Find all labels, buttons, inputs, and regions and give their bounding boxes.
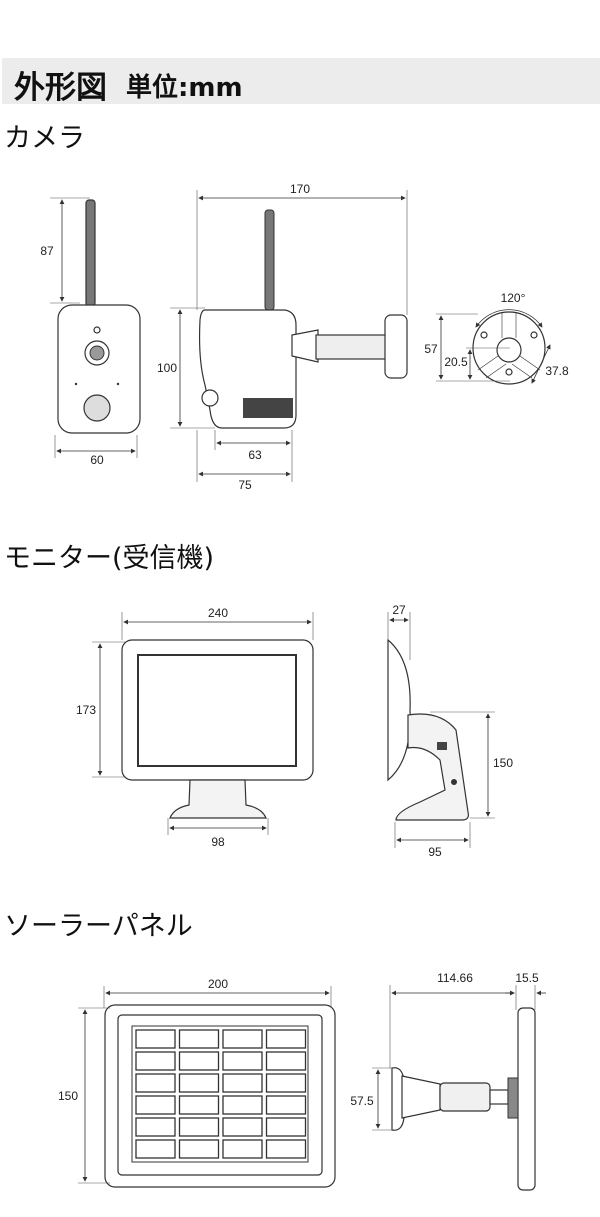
dim-camera-body-depth: 63 (248, 448, 262, 462)
solar-cell (178, 1139, 220, 1159)
solar-cell (135, 1117, 176, 1137)
solar-cell (135, 1095, 176, 1115)
dim-camera-antenna-height: 87 (40, 244, 54, 258)
solar-cell (265, 1029, 307, 1049)
solar-cell (135, 1029, 176, 1049)
dim-camera-width: 60 (90, 453, 104, 467)
solar-cell (178, 1095, 220, 1115)
dim-camera-depth: 75 (238, 478, 252, 492)
page-title: 外形図 (14, 70, 107, 106)
camera-front-view (57, 199, 141, 434)
dim-monitor-stand-width: 98 (211, 835, 225, 849)
dim-camera-height: 100 (157, 361, 177, 375)
solar-cell (222, 1051, 263, 1071)
solar-panel-side-view (391, 1007, 536, 1191)
dim-mount-offset: 20.5 (444, 355, 468, 369)
dim-monitor-height: 173 (76, 703, 96, 717)
solar-cell (135, 1051, 176, 1071)
section-title-monitor: モニター(受信機) (4, 543, 215, 574)
dim-solar-mount-height: 57.5 (350, 1094, 374, 1108)
monitor-front-view (121, 639, 314, 819)
solar-cell (265, 1095, 307, 1115)
solar-panel-front-view (104, 1004, 336, 1188)
solar-cell (265, 1139, 307, 1159)
solar-cell (265, 1051, 307, 1071)
solar-cell (222, 1139, 263, 1159)
dim-mount-hole-spacing: 37.8 (545, 364, 569, 378)
solar-cell (178, 1029, 220, 1049)
camera-mount-view (472, 309, 546, 385)
section-title-solar: ソーラーパネル (4, 911, 193, 942)
dim-monitor-stand-height: 150 (493, 756, 513, 770)
solar-cell (135, 1073, 176, 1093)
monitor-side-view (387, 638, 469, 821)
dim-mount-height: 57 (424, 342, 438, 356)
dim-solar-height: 150 (58, 1089, 78, 1103)
header-bar: 外形図 単位:mm (2, 58, 600, 106)
dim-solar-panel-thickness: 15.5 (515, 971, 539, 985)
dim-monitor-stand-depth: 95 (428, 845, 442, 859)
camera-side-view (198, 209, 408, 429)
dim-solar-arm-length: 114.66 (437, 971, 473, 985)
solar-cell (265, 1073, 307, 1093)
solar-cell (222, 1117, 263, 1137)
solar-cell (178, 1051, 220, 1071)
unit-label: 単位:mm (126, 73, 243, 103)
dim-mount-angle: 120° (501, 291, 526, 305)
dim-camera-total-length: 170 (290, 182, 310, 196)
solar-cell (178, 1073, 220, 1093)
solar-cell (222, 1073, 263, 1093)
solar-cell (222, 1029, 263, 1049)
dim-monitor-thickness: 27 (392, 603, 406, 617)
dim-monitor-width: 240 (208, 606, 228, 620)
solar-cell (222, 1095, 263, 1115)
section-title-camera: カメラ (4, 123, 85, 154)
dim-solar-width: 200 (208, 977, 228, 991)
solar-cell (178, 1117, 220, 1137)
solar-cell (265, 1117, 307, 1137)
solar-cell (135, 1139, 176, 1159)
